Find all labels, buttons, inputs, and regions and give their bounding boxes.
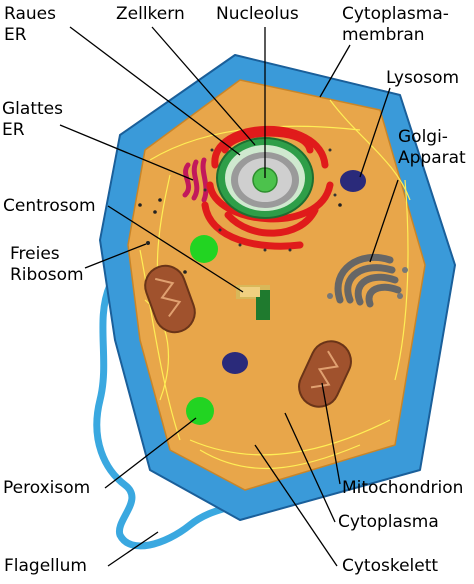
centrosome	[236, 285, 270, 320]
label-cytoplasma: Cytoplasma	[338, 512, 439, 532]
label-raues-er: Raues ER	[4, 4, 56, 45]
label-cytoplasmamembran: Cytoplasma- membran	[342, 4, 449, 45]
label-zellkern: Zellkern	[116, 4, 185, 24]
mitochondrion-1	[144, 264, 196, 334]
lysosome	[340, 170, 366, 192]
leader-lines	[59, 26, 399, 567]
label-mitochondrion: Mitochondrion	[342, 478, 464, 498]
golgi-apparatus	[334, 253, 402, 308]
peroxisome-2	[186, 397, 214, 425]
label-freies-ribosom: Freies Ribosom	[10, 244, 84, 285]
smooth-er	[182, 157, 209, 203]
label-centrosom: Centrosom	[3, 196, 96, 216]
flagellum	[93, 281, 254, 550]
lysosome-2	[222, 352, 248, 374]
rough-er-ribosomes	[203, 148, 337, 252]
label-peroxisom: Peroxisom	[3, 478, 91, 498]
peroxisome	[190, 235, 218, 263]
label-golgi-apparat: Golgi- Apparat	[398, 127, 466, 168]
label-lysosom: Lysosom	[386, 68, 460, 88]
label-glattes-er: Glattes ER	[2, 99, 63, 140]
label-cytoskelett: Cytoskelett	[342, 556, 439, 576]
mitochondrion-2	[298, 340, 352, 408]
label-flagellum: Flagellum	[4, 556, 87, 576]
label-nucleolus: Nucleolus	[216, 4, 299, 24]
